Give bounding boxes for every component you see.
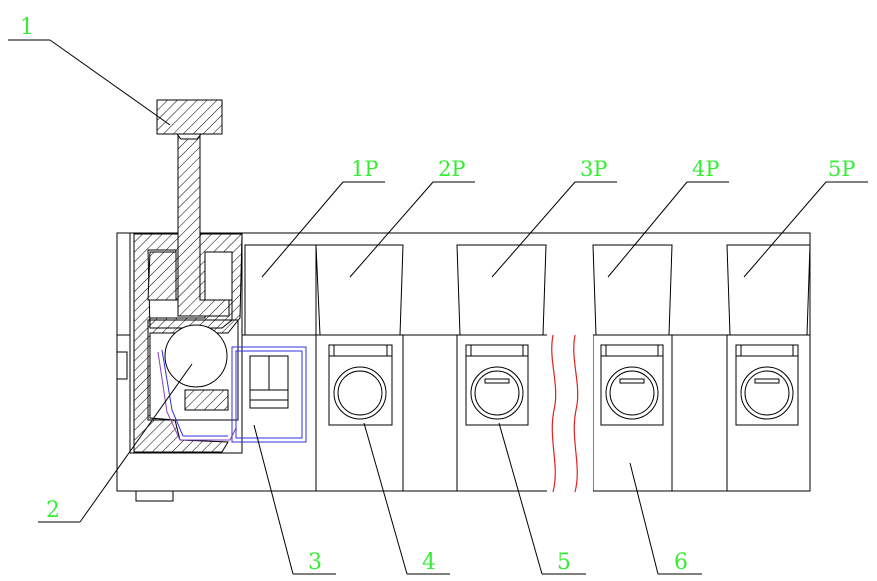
callout-label-2: 2 (46, 498, 60, 523)
terminal-2p (328, 344, 393, 426)
callout-label-1: 1 (20, 15, 34, 40)
pole-label-2p: 2P (438, 157, 466, 181)
terminal-3p (465, 344, 529, 426)
callout-label-4: 4 (422, 550, 436, 575)
callout-label-5: 5 (557, 550, 571, 575)
pole-label-1p: 1P (351, 157, 379, 181)
break-gap (547, 334, 593, 494)
pole-label-3p: 3P (580, 157, 608, 181)
leader-lines (8, 39, 868, 575)
wire-clip (157, 346, 307, 443)
pole-housings (244, 244, 811, 336)
callout-label-3: 3 (308, 550, 322, 575)
pole-label-4p: 4P (692, 157, 720, 181)
pole-label-5p: 5P (828, 157, 856, 181)
roller-ball (164, 324, 228, 388)
screw-bolt (156, 99, 230, 317)
callout-label-6: 6 (674, 550, 688, 575)
terminal-4p (600, 344, 664, 426)
terminal-5p (735, 344, 799, 426)
